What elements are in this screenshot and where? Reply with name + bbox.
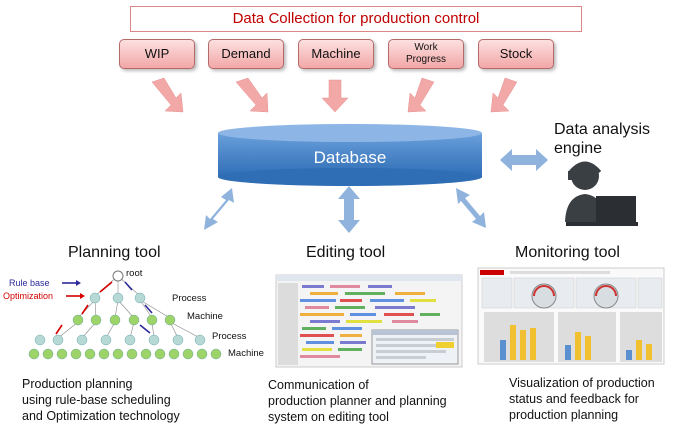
legend-rule-base: Rule base — [9, 278, 50, 288]
tree-label-machine-1: Machine — [187, 311, 223, 322]
operator-icon — [565, 161, 638, 226]
tree-label-process-1: Process — [172, 293, 207, 304]
source-machine: Machine — [298, 39, 374, 69]
desc-line: Visualization of production — [509, 376, 655, 390]
planning-tree — [57, 275, 201, 339]
engine-label-line2: engine — [554, 140, 603, 157]
source-wip: WIP — [119, 39, 195, 69]
desc-line: production planning — [509, 408, 619, 422]
tree-label-process-2: Process — [212, 331, 247, 342]
legend-arrows — [55, 280, 153, 335]
desc-line: Production planning — [22, 377, 133, 391]
monitoring-tool-description: Visualization of production status and f… — [509, 375, 655, 423]
database-label: Database — [313, 148, 387, 167]
source-stock: Stock — [478, 39, 554, 69]
desc-line: Communication of — [268, 378, 369, 392]
arrow-db-monitoring — [456, 188, 486, 228]
planning-tool-description: Production planning using rule-base sche… — [22, 376, 180, 424]
desc-line: production planner and planning — [268, 394, 447, 408]
desc-line: system on editing tool — [268, 410, 389, 424]
tree-label-root: root — [126, 268, 143, 279]
dashboard-screenshot — [477, 267, 665, 365]
editing-tool-description: Communication of production planner and … — [268, 377, 447, 425]
gantt-screenshot — [275, 274, 463, 368]
engine-label-line1: Data analysis — [554, 121, 651, 138]
desc-line: status and feedback for — [509, 392, 639, 406]
database-cylinder — [218, 124, 482, 186]
arrow-demand — [235, 77, 269, 113]
arrow-db-editing — [338, 186, 360, 233]
planning-tool-title: Planning tool — [68, 244, 161, 261]
tree-nodes — [28, 270, 222, 360]
desc-line: and Optimization technology — [22, 409, 180, 423]
header-title: Data Collection for production control — [130, 6, 582, 32]
arrow-machine — [321, 79, 349, 113]
arrow-db-planning — [204, 188, 234, 230]
arrow-work-progress — [407, 77, 435, 113]
source-demand: Demand — [208, 39, 284, 69]
desc-line: using rule-base scheduling — [22, 393, 171, 407]
arrow-db-engine — [500, 149, 548, 171]
editing-tool-title: Editing tool — [306, 244, 386, 261]
monitoring-tool-title: Monitoring tool — [515, 244, 620, 261]
arrow-wip — [151, 77, 184, 113]
arrow-stock — [490, 77, 518, 113]
legend-optimization: Optimization — [3, 291, 54, 301]
tree-label-machine-2: Machine — [228, 348, 264, 359]
engine-label: Data analysis engine — [554, 120, 650, 158]
